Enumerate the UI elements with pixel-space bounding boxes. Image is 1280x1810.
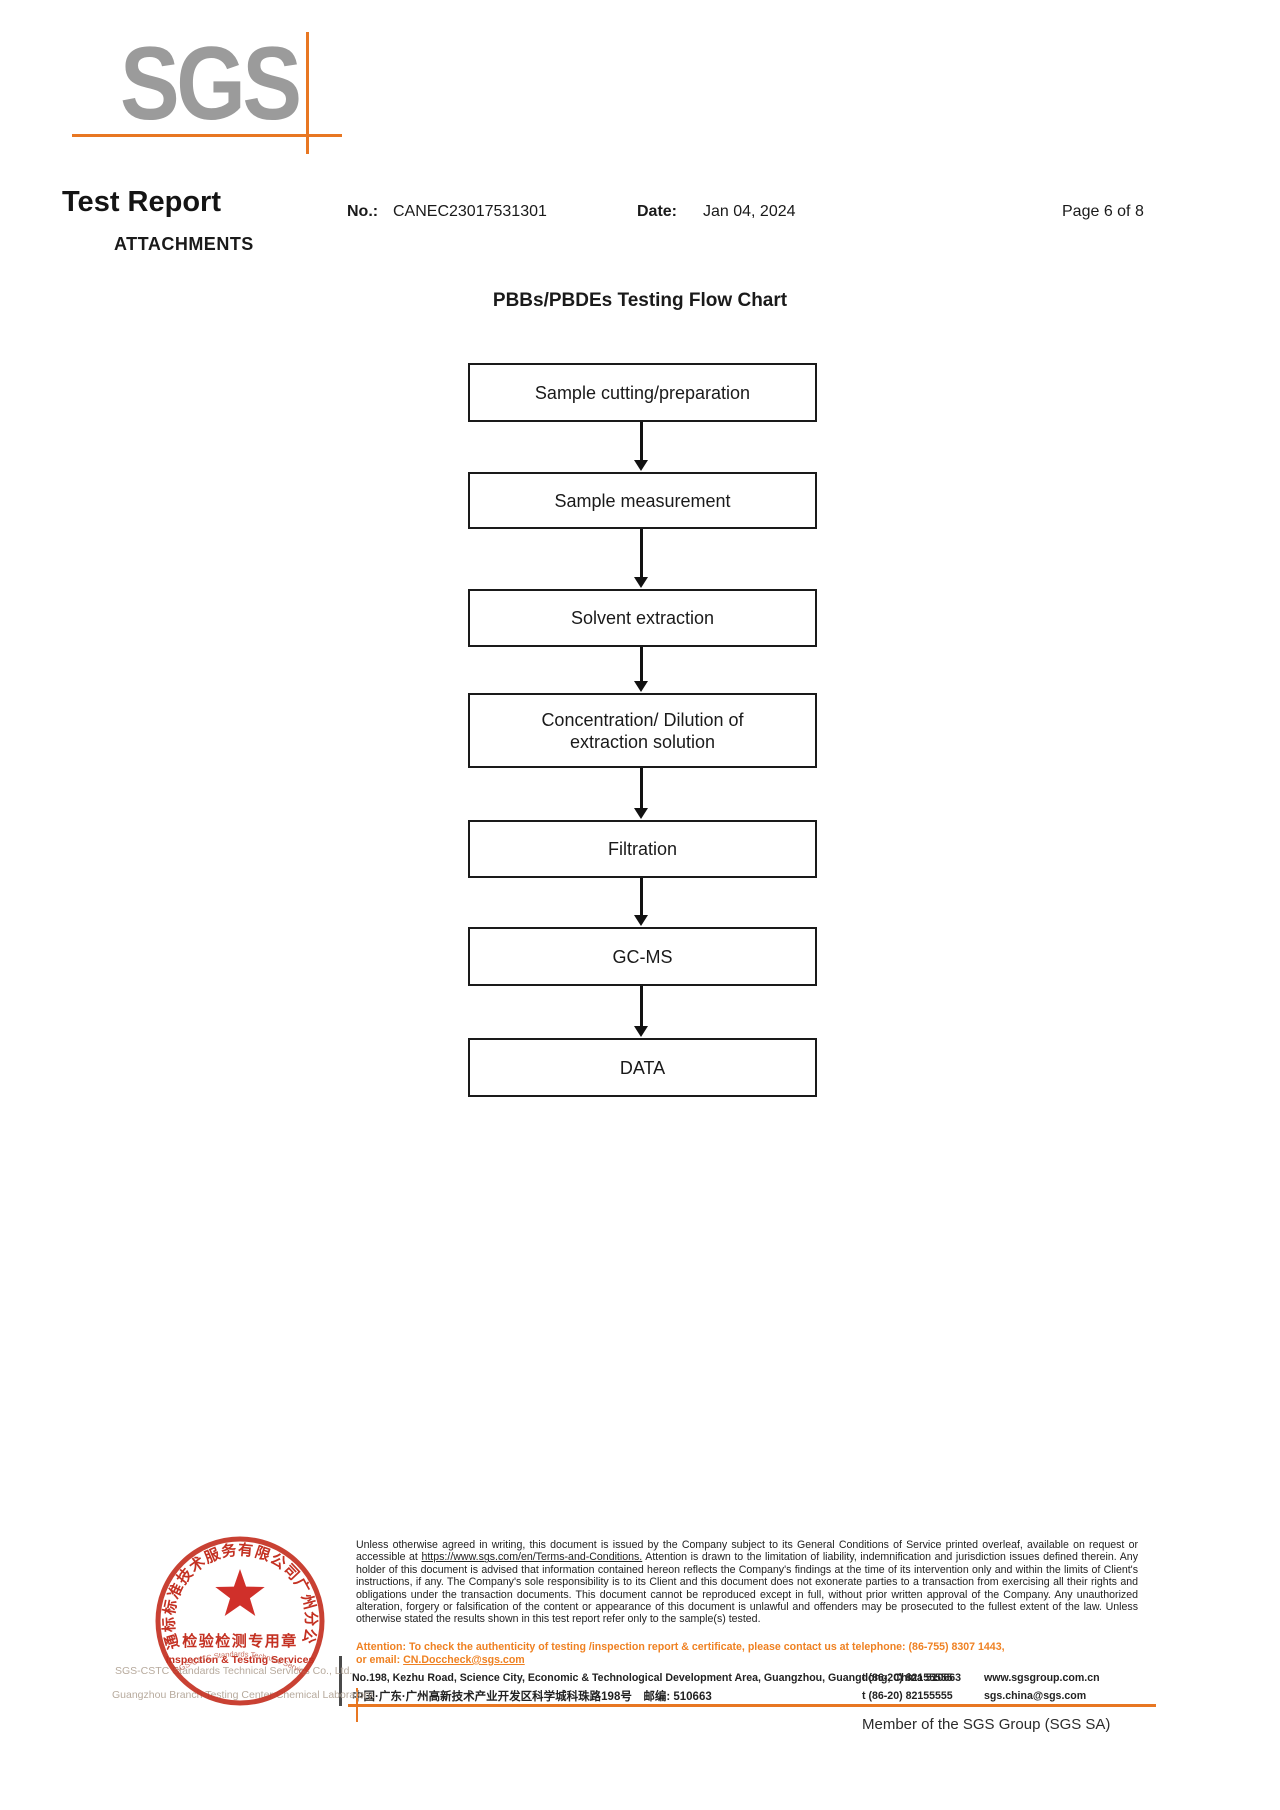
- star-icon: [215, 1569, 265, 1616]
- attention-line1: Attention: To check the authenticity of …: [356, 1641, 1005, 1653]
- report-date-label: Date:: [637, 203, 678, 220]
- stamp-ring: [155, 1536, 325, 1706]
- legal-text-pre: Unless otherwise agreed in writing, this…: [356, 1539, 1138, 1564]
- company-name-line2: Guangzhou Branch Testing Center Chemical…: [112, 1689, 375, 1701]
- arrow-down-icon: [634, 529, 648, 588]
- sgs-email-link[interactable]: sgs.china@sgs.com: [984, 1690, 1087, 1702]
- stamp-seal-text-cn: 检验检测专用章: [182, 1632, 298, 1650]
- telephone-2: t (86-20) 82155555: [862, 1690, 953, 1702]
- logo-horizontal-rule: [72, 134, 342, 137]
- website-link[interactable]: www.sgsgroup.com.cn: [984, 1672, 1100, 1684]
- footer-crop-mark: [356, 1688, 358, 1722]
- flowchart-step-solvent-extraction: Solvent extraction: [468, 589, 817, 647]
- attention-line2: or email: CN.Doccheck@sgs.com: [356, 1654, 1138, 1666]
- flowchart-step-data: DATA: [468, 1038, 817, 1097]
- doccheck-email-link[interactable]: CN.Doccheck@sgs.com: [403, 1654, 525, 1666]
- logo-vertical-rule: [306, 32, 309, 154]
- report-no-label: No.:: [347, 203, 379, 220]
- telephone-1: t (86-20) 82155555: [862, 1672, 953, 1684]
- arrow-down-icon: [634, 986, 648, 1037]
- arrow-down-icon: [634, 768, 648, 819]
- flowchart-step-gcms: GC-MS: [468, 927, 817, 986]
- report-title: Test Report: [62, 186, 221, 218]
- flowchart-step-filtration: Filtration: [468, 820, 817, 878]
- footer-orange-rule: [348, 1704, 1156, 1707]
- sgs-logo: SGS: [120, 26, 302, 142]
- arrow-down-icon: [634, 647, 648, 692]
- report-date-value: Jan 04, 2024: [703, 203, 796, 220]
- company-seal-stamp: 通标标准技术服务有限公司广州分公司 检验检测专用章 Inspection & T…: [152, 1533, 325, 1706]
- legal-text-post: Attention is drawn to the limitation of …: [356, 1551, 1138, 1626]
- arrow-down-icon: [634, 878, 648, 926]
- address-english: No.198, Kezhu Road, Science City, Econom…: [352, 1672, 962, 1684]
- page-number: Page 6 of 8: [1062, 203, 1144, 220]
- flowchart-step-sample-cutting: Sample cutting/preparation: [468, 363, 817, 422]
- legal-disclaimer: Unless otherwise agreed in writing, this…: [356, 1539, 1138, 1626]
- flowchart-step-sample-measurement: Sample measurement: [468, 472, 817, 529]
- footer-separator-bar: [339, 1656, 342, 1706]
- attachments-label: ATTACHMENTS: [114, 234, 254, 254]
- attention-email-prefix: or email:: [356, 1654, 404, 1666]
- stamp-seal-text-en: Inspection & Testing Services: [166, 1654, 315, 1666]
- arrow-down-icon: [634, 422, 648, 471]
- flowchart-step-concentration-dilution: Concentration/ Dilution of extraction so…: [468, 693, 817, 768]
- address-chinese: 中国·广东·广州高新技术产业开发区科学城科珠路198号 邮编: 510663: [352, 1691, 712, 1703]
- report-no-value: CANEC23017531301: [393, 203, 547, 220]
- member-of-sgs-group: Member of the SGS Group (SGS SA): [862, 1716, 1111, 1733]
- terms-link[interactable]: https://www.sgs.com/en/Terms-and-Conditi…: [421, 1551, 643, 1564]
- flowchart-title: PBBs/PBDEs Testing Flow Chart: [492, 290, 788, 311]
